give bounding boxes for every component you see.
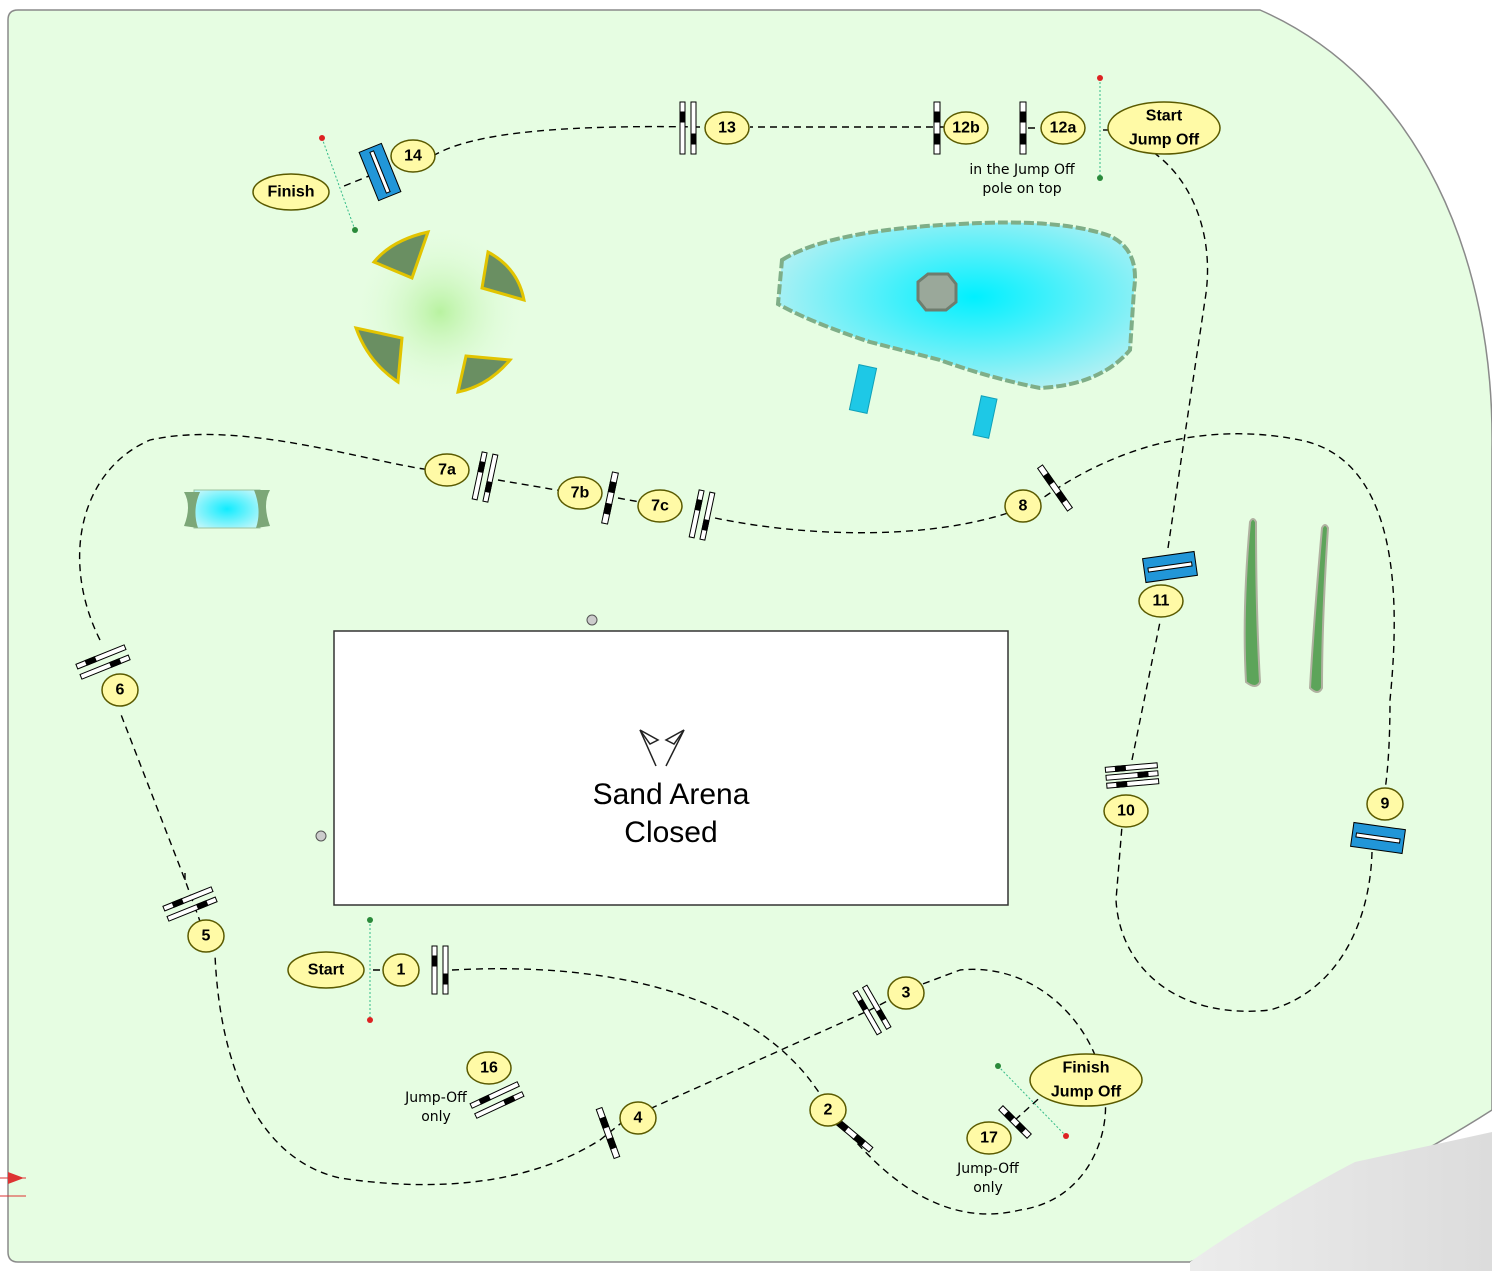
fence-label-9: 9 <box>1366 787 1404 821</box>
fence-label-8: 8 <box>1004 489 1042 523</box>
fence-label-17: 17 <box>966 1121 1012 1155</box>
fence-label-7c: 7c <box>637 489 683 523</box>
svg-text:Jump Off: Jump Off <box>1129 132 1200 149</box>
fence-label-12b: 12b <box>943 111 989 145</box>
svg-text:3: 3 <box>902 985 911 1002</box>
svg-text:8: 8 <box>1019 498 1028 515</box>
svg-text:2: 2 <box>824 1102 833 1119</box>
svg-text:1: 1 <box>397 962 406 979</box>
svg-text:16: 16 <box>480 1060 498 1077</box>
fence-label-7a: 7a <box>424 453 470 487</box>
fence-label-5: 5 <box>187 919 225 953</box>
fence-label-6: 6 <box>101 673 139 707</box>
svg-text:7b: 7b <box>571 485 590 502</box>
gate-post <box>586 614 598 626</box>
shadow-area <box>1190 1132 1492 1271</box>
fence16-note: Jump-Off only <box>404 1090 467 1125</box>
svg-text:4: 4 <box>634 1110 643 1127</box>
fence-label-11: 11 <box>1138 584 1184 618</box>
fence-label-7b: 7b <box>557 476 603 510</box>
fence-label-16: 16 <box>466 1051 512 1085</box>
svg-text:14: 14 <box>404 148 422 165</box>
course-route <box>78 125 1395 1215</box>
fence-number-labels: 1 2 3 4 5 6 7a 7b 7c 8 9 10 11 12a 12b 13 14 16 17 <box>101 111 1404 1155</box>
svg-text:Start: Start <box>308 962 345 979</box>
svg-text:in the Jump Off: in the Jump Off <box>969 162 1075 178</box>
svg-text:17: 17 <box>980 1130 998 1147</box>
crossed-flags-icon <box>639 729 685 767</box>
fence17-note: Jump-Off only <box>956 1161 1019 1196</box>
fence-label-3: 3 <box>887 976 925 1010</box>
svg-text:Jump Off: Jump Off <box>1051 1084 1122 1101</box>
svg-text:Finish: Finish <box>267 184 314 201</box>
arena-status: Closed <box>624 816 717 849</box>
arena-title: Sand Arena <box>593 778 750 811</box>
finish-marker: Finish <box>252 173 330 211</box>
flag-lines <box>319 75 1103 1139</box>
svg-text:pole on top: pole on top <box>982 181 1061 197</box>
hedges <box>1243 518 1330 693</box>
fence-label-14: 14 <box>390 139 436 173</box>
fence-label-4: 4 <box>619 1101 657 1135</box>
svg-text:Finish: Finish <box>1062 1060 1109 1077</box>
svg-text:7c: 7c <box>651 498 669 515</box>
pond <box>775 220 1137 439</box>
svg-text:9: 9 <box>1381 796 1390 813</box>
svg-text:13: 13 <box>718 120 736 137</box>
svg-text:5: 5 <box>202 928 211 945</box>
svg-text:Start: Start <box>1146 108 1183 125</box>
svg-text:only: only <box>973 1180 1003 1196</box>
circular-planting <box>352 224 528 400</box>
edge-marker <box>0 1172 26 1197</box>
start-marker: Start <box>287 951 365 989</box>
fence-label-2: 2 <box>809 1093 847 1127</box>
svg-text:11: 11 <box>1153 593 1170 610</box>
start-jump-off-marker: Start Jump Off <box>1107 101 1221 155</box>
fence-label-1: 1 <box>382 953 420 987</box>
svg-text:6: 6 <box>116 682 125 699</box>
svg-text:12b: 12b <box>952 120 980 137</box>
fence-label-12a: 12a <box>1040 111 1086 145</box>
svg-text:Jump-Off: Jump-Off <box>956 1161 1019 1177</box>
svg-text:12a: 12a <box>1050 120 1077 137</box>
finish-jump-off-marker: Finish Jump Off <box>1029 1053 1143 1107</box>
svg-text:10: 10 <box>1117 803 1135 820</box>
small-pond <box>184 489 270 529</box>
sand-arena: Sand Arena Closed <box>333 630 1009 906</box>
jump-off-pole-note: in the Jump Off pole on top <box>969 162 1075 197</box>
fence-label-13: 13 <box>704 111 750 145</box>
svg-text:7a: 7a <box>438 462 456 479</box>
fences <box>75 101 1406 1160</box>
svg-text:only: only <box>421 1109 451 1125</box>
fence-label-10: 10 <box>1103 794 1149 828</box>
gate-post <box>315 830 327 842</box>
svg-text:Jump-Off: Jump-Off <box>404 1090 467 1106</box>
